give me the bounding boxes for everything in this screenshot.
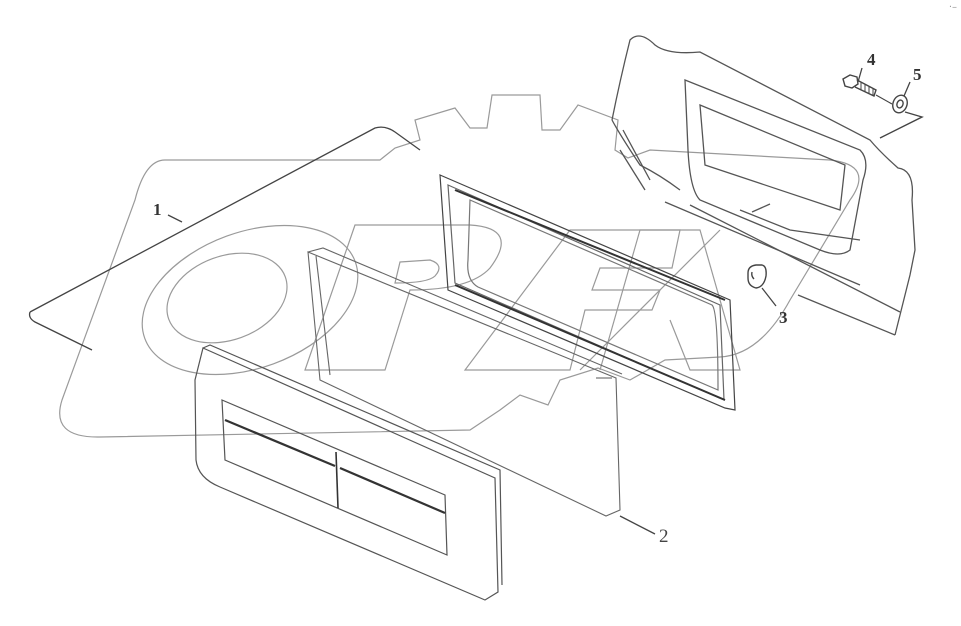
glass-window-frame <box>439 174 736 411</box>
leader-line-1-main <box>29 126 421 313</box>
opex-watermark <box>59 94 860 438</box>
callout-3: 3 <box>779 308 788 327</box>
callout-4: 4 <box>867 50 876 69</box>
back-panel <box>611 35 916 336</box>
front-grille-panel <box>194 344 503 601</box>
corner-mark: ·– <box>948 2 957 13</box>
leader-line-1 <box>167 214 183 223</box>
leader-line-5 <box>903 81 911 97</box>
leader-line-4 <box>857 67 863 83</box>
callout-1: 1 <box>153 200 162 219</box>
clip-part <box>747 264 767 289</box>
leader-line-1-tail <box>28 311 93 351</box>
leader-line-2 <box>619 515 656 535</box>
leader-lines <box>28 67 911 535</box>
leader-line-3 <box>761 287 777 307</box>
inner-frame <box>307 247 623 517</box>
bolt-and-washer <box>842 74 924 139</box>
callout-5: 5 <box>913 65 922 84</box>
callout-2: 2 <box>659 526 669 547</box>
